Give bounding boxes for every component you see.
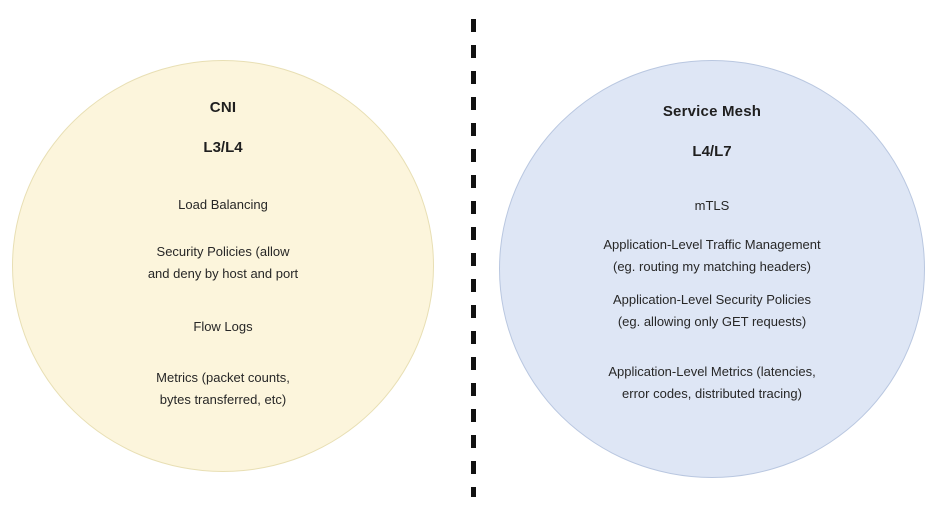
cni-layer-label: L3/L4 [203, 139, 243, 156]
cni-circle: CNI L3/L4 Load Balancing Security Polici… [12, 60, 434, 472]
item-line: (eg. routing my matching headers) [613, 259, 811, 274]
mesh-item-mtls: mTLS [500, 195, 924, 217]
cni-title: CNI [209, 99, 237, 116]
cni-item-load-balancing: Load Balancing [13, 194, 433, 216]
item-line: Flow Logs [193, 319, 253, 334]
service-mesh-layer-label: L4/L7 [692, 143, 732, 160]
mesh-item-metrics: Application-Level Metrics (latencies, er… [500, 361, 924, 405]
cni-item-security-policies: Security Policies (allow and deny by hos… [13, 241, 433, 285]
item-line: bytes transferred, etc) [159, 392, 287, 407]
service-mesh-circle: Service Mesh L4/L7 mTLS Application-Leve… [499, 60, 925, 478]
divider-dashed-line [471, 19, 476, 497]
item-line: Application-Level Traffic Management [603, 237, 821, 252]
item-line: mTLS [694, 198, 730, 213]
cni-item-flow-logs: Flow Logs [13, 316, 433, 338]
mesh-item-security-policies: Application-Level Security Policies (eg.… [500, 289, 924, 333]
item-line: Security Policies (allow [156, 244, 290, 259]
item-line: and deny by host and port [147, 266, 299, 281]
service-mesh-title: Service Mesh [662, 103, 762, 120]
cni-item-metrics: Metrics (packet counts, bytes transferre… [13, 367, 433, 411]
item-line: (eg. allowing only GET requests) [617, 314, 807, 329]
mesh-item-traffic-management: Application-Level Traffic Management (eg… [500, 234, 924, 278]
item-line: Load Balancing [178, 197, 268, 212]
item-line: Metrics (packet counts, [156, 370, 290, 385]
item-line: error codes, distributed tracing) [622, 386, 802, 401]
item-line: Application-Level Metrics (latencies, [608, 364, 816, 379]
item-line: Application-Level Security Policies [613, 292, 811, 307]
